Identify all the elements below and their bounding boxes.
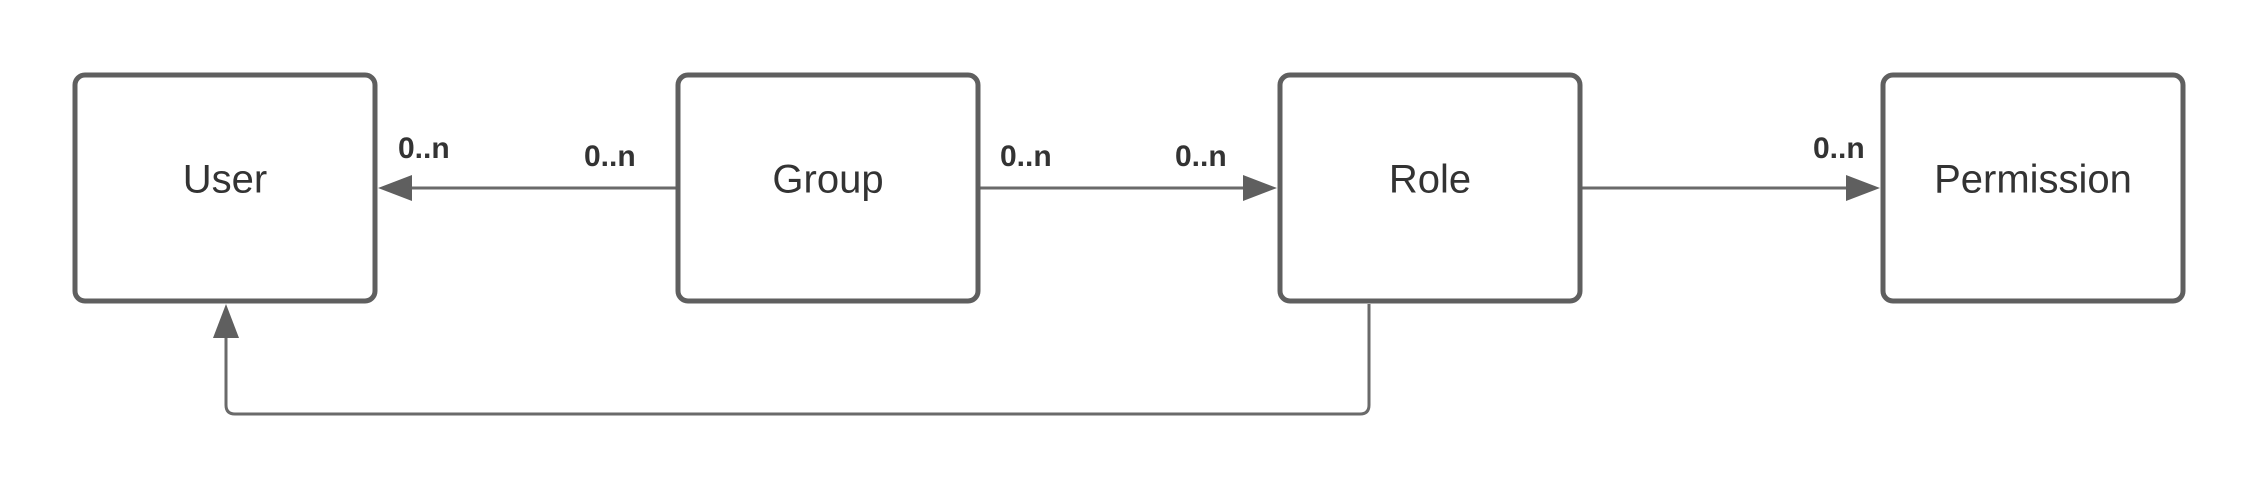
multiplicity-role-group-end: 0..n [1175, 140, 1227, 173]
node-permission-label: Permission [1934, 158, 2132, 202]
node-role[interactable]: Role [1277, 72, 1583, 304]
multiplicity-permission-end: 0..n [1813, 132, 1865, 165]
edge-role-to-user [213, 304, 1371, 416]
edge-group-to-role [980, 175, 1277, 201]
arrow-head-user-bottom [213, 304, 239, 338]
arrow-head-user [378, 175, 412, 201]
node-group-label: Group [772, 158, 883, 202]
edge-group-to-user [378, 175, 676, 201]
node-permission[interactable]: Permission [1880, 72, 2186, 304]
node-group[interactable]: Group [675, 72, 981, 304]
node-role-label: Role [1389, 158, 1471, 202]
edge-role-to-permission [1582, 175, 1880, 201]
multiplicity-group-role-end: 0..n [1000, 140, 1052, 173]
arrow-head-role [1243, 175, 1277, 201]
node-user[interactable]: User [72, 72, 378, 304]
node-user-label: User [183, 158, 267, 202]
arrow-head-permission [1846, 175, 1880, 201]
multiplicity-user-end: 0..n [398, 132, 450, 165]
multiplicity-group-user-end: 0..n [584, 140, 636, 173]
